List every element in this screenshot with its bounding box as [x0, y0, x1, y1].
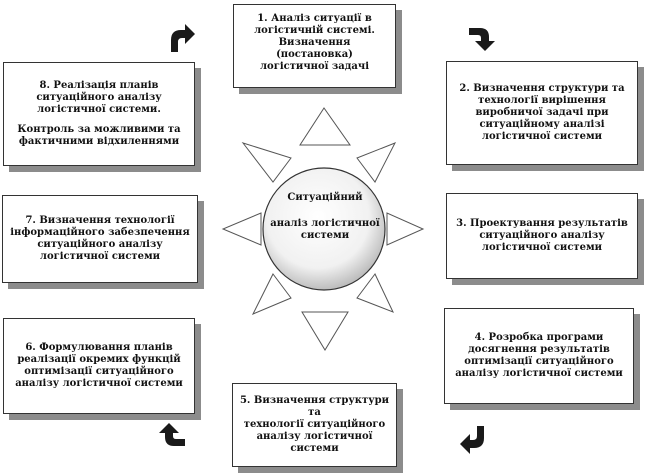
step-text: фактичними відхиленнями: [18, 136, 180, 147]
step-text: 5. Визначення структури та: [239, 395, 390, 418]
step-text: інформаційного забезпечення: [10, 227, 190, 238]
center-label-line: Ситуаційний: [287, 192, 363, 203]
step-5-box: 5. Визначення структури та технології си…: [232, 383, 397, 467]
step-text: оптимізації ситуаційного: [464, 356, 614, 367]
step-text: Контроль за можливими та: [17, 124, 181, 135]
ray-bottom-right: [356, 273, 394, 313]
step-text: 1. Аналіз ситуації в: [257, 13, 372, 24]
step-text: системи: [290, 443, 339, 454]
step-text: ситуаційного аналізу: [479, 230, 605, 241]
ray-left: [221, 212, 262, 246]
step-text: ситуаційного аналізу: [37, 239, 163, 250]
step-text: аналізу логістичної системи: [15, 378, 183, 389]
step-text: логістичної задачі: [259, 61, 370, 72]
arrow-top-left-icon: [171, 24, 195, 52]
step-text: 3. Проектування результатів: [456, 218, 628, 229]
step-text: досягнення результатів: [468, 344, 610, 355]
step-text: технології вирішення: [478, 95, 606, 106]
center-label-line: системи: [300, 230, 350, 241]
step-text: 4. Розробка програми: [474, 332, 604, 343]
ray-right: [386, 212, 425, 246]
step-text: технології ситуаційного: [243, 419, 386, 430]
step-text: виробничої задачі при: [475, 107, 609, 118]
step-8-box: 8. Реалізація планів ситуаційного аналіз…: [3, 62, 195, 166]
center-label-line: аналіз логістичної: [270, 218, 380, 229]
ray-top-left: [241, 142, 292, 183]
step-text: Визначення (постановка): [276, 37, 353, 60]
step-text: логістичної системи: [481, 242, 603, 253]
step-text: аналізу логістичної системи: [455, 368, 623, 379]
step-3-box: 3. Проектування результатів ситуаційного…: [446, 193, 638, 279]
step-2-box: 2. Визначення структури та технології ви…: [446, 61, 638, 165]
step-text: 7. Визначення технології: [25, 215, 175, 226]
center-label: Ситуаційний аналіз логістичної системи: [266, 192, 384, 242]
step-text: оптимізації ситуаційного: [24, 366, 174, 377]
step-text: логістичної системи: [481, 131, 603, 142]
step-text: логістичної системи.: [37, 104, 161, 115]
step-text: логістичній системі.: [254, 25, 375, 36]
arrow-bottom-left-icon: [159, 423, 185, 446]
step-1-box: 1. Аналіз ситуації в логістичній системі…: [233, 4, 396, 88]
step-text: 2. Визначення структури та: [459, 83, 625, 94]
step-text: 8. Реалізація планів: [39, 80, 159, 91]
step-text: аналізу логістичної: [256, 431, 373, 442]
arrow-bottom-right-icon: [460, 426, 484, 454]
step-text: реалізації окремих функцій: [17, 354, 181, 365]
ray-top: [299, 107, 351, 146]
step-text: 6. Формулювання планів: [25, 342, 173, 353]
ray-bottom-left: [251, 273, 292, 315]
step-7-box: 7. Визначення технології інформаційного …: [2, 195, 198, 283]
step-text: логістичної системи: [39, 251, 161, 262]
sun-circle: [262, 167, 386, 291]
ray-top-right: [356, 142, 397, 183]
ray-bottom: [301, 311, 349, 351]
step-6-box: 6. Формулювання планів реалізації окреми…: [3, 318, 195, 414]
step-text: ситуаційному аналізі: [479, 119, 605, 130]
step-4-box: 4. Розробка програми досягнення результа…: [444, 308, 634, 404]
arrow-top-right-icon: [469, 28, 495, 51]
step-text: ситуаційного аналізу: [36, 92, 162, 103]
